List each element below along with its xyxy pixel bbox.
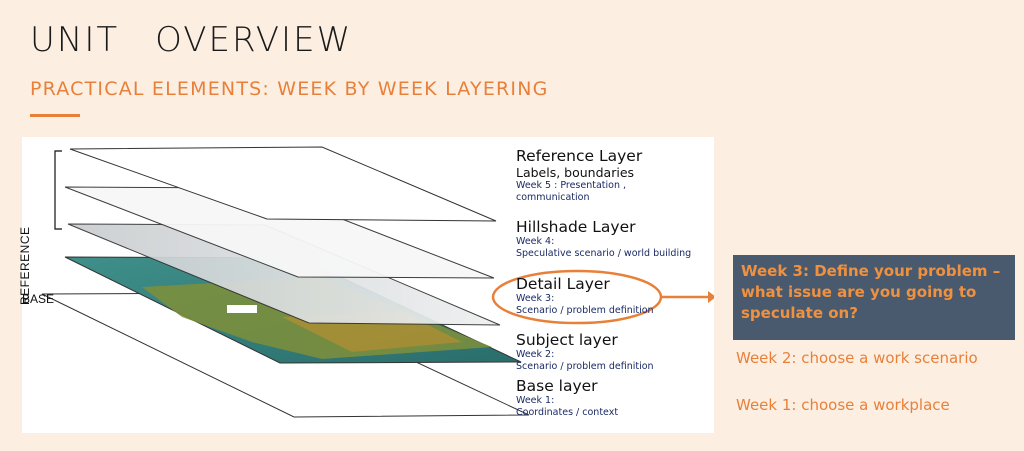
subtitle-underline: [30, 114, 80, 117]
week3-callout-box: Week 3: Define your problem – what issue…: [733, 255, 1015, 340]
layer-week-detail: Scenario / problem definition: [516, 305, 654, 316]
layer-week: Week 3:: [516, 293, 555, 304]
reference-layer-sheet: [69, 146, 497, 222]
layer-name: Subject layer: [516, 331, 618, 349]
page-title: UNIT OVERVIEW: [30, 20, 352, 60]
layer-week: Week 5 : Presentation ,: [516, 180, 627, 191]
layer-week-detail: Coordinates / context: [516, 407, 619, 418]
week2-text: Week 2: choose a work scenario: [736, 349, 978, 367]
layer-name: Detail Layer: [516, 275, 610, 293]
layer-label-base: Base layer Week 1: Coordinates / context: [516, 377, 618, 419]
layer-week: Week 1:: [516, 395, 555, 406]
layer-week-detail: Scenario / problem definition: [516, 361, 654, 372]
layer-week: Week 4:: [516, 236, 555, 247]
title-word-overview: OVERVIEW: [155, 20, 353, 60]
reference-bracket: [54, 150, 62, 230]
side-label-base: BASE: [22, 292, 55, 306]
layer-label-reference: Reference Layer Labels, boundaries Week …: [516, 147, 642, 204]
week3-callout-text: Week 3: Define your problem – what issue…: [741, 262, 1001, 322]
week1-text: Week 1: choose a workplace: [736, 396, 950, 414]
page-subtitle: PRACTICAL ELEMENTS: WEEK BY WEEK LAYERIN…: [30, 78, 549, 100]
layer-name: Base layer: [516, 377, 598, 395]
title-word-unit: UNIT: [30, 20, 120, 60]
layer-label-hillshade: Hillshade Layer Week 4: Speculative scen…: [516, 218, 691, 260]
layer-subtitle: Labels, boundaries: [516, 165, 635, 180]
callout-arrow-head: [708, 291, 714, 303]
layer-week-detail: communication: [516, 192, 590, 203]
layer-name: Reference Layer: [516, 147, 643, 165]
layer-name: Hillshade Layer: [516, 218, 636, 236]
layer-stack-illustration: [41, 146, 714, 418]
detail-layer-marker: [227, 305, 257, 313]
layer-week-detail: Speculative scenario / world building: [516, 248, 692, 259]
layer-week: Week 2:: [516, 349, 555, 360]
layer-label-detail: Detail Layer Week 3: Scenario / problem …: [516, 275, 654, 317]
layer-label-subject: Subject layer Week 2: Scenario / problem…: [516, 331, 654, 373]
layer-diagram-panel: REFERENCE BASE Reference Layer Labels, b…: [18, 137, 714, 433]
